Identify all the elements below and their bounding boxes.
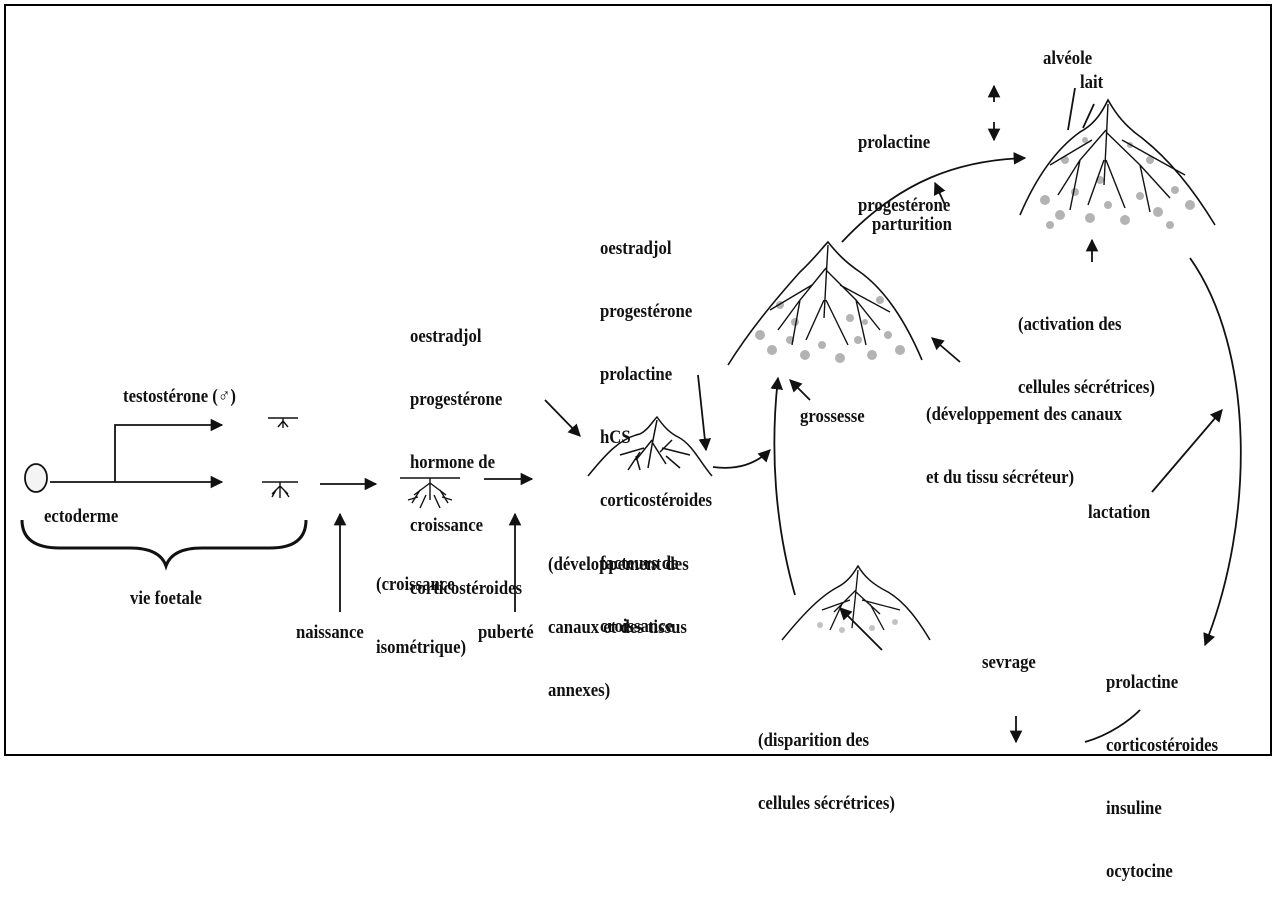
- arrow-hormones-grossesse: [697, 374, 712, 452]
- arrow-testosterone: [114, 418, 224, 482]
- label-parturition: parturition: [872, 214, 952, 235]
- mammary-development-diagram: [20, 84, 1242, 744]
- label-activation: (activation des cellules sécrétrices): [1018, 314, 1155, 398]
- arrow-dev-secreteur: [931, 337, 961, 363]
- figure-border: [4, 4, 1272, 756]
- label-disparition: (disparition des cellules sécrétrices): [758, 730, 895, 814]
- arc-pregnancy-to-lactation: [841, 152, 1027, 243]
- arrow-grossesse: [789, 379, 811, 401]
- label-sevrage: sevrage: [982, 652, 1036, 673]
- arrow-hormones-puberte: [544, 399, 581, 437]
- label-prolactine-progesterone: prolactine progestérone: [858, 132, 951, 216]
- label-testosterone: testostérone (♂): [123, 386, 236, 407]
- label-dev-canaux-secreteur: (développement des canaux et du tissu sé…: [926, 404, 1123, 488]
- label-hormones-grossesse: oestradjol progestérone prolactine hCS c…: [600, 238, 713, 637]
- gland-involution: [781, 564, 931, 641]
- label-hormones-puberte: oestradjol progestérone hormone de crois…: [410, 326, 523, 599]
- arrow-parturition: [933, 181, 946, 206]
- gland-lactation: [1019, 98, 1216, 229]
- arrow-disparition: [839, 607, 883, 651]
- arc-disparition-to-pregnancy: [770, 376, 796, 596]
- label-alveole: alvéole: [1043, 48, 1093, 69]
- label-grossesse: grossesse: [800, 406, 865, 427]
- label-croissance-isometrique: (croissance isométrique): [376, 574, 467, 658]
- bud-male: [268, 417, 298, 428]
- label-lait: lait: [1080, 72, 1104, 93]
- gland-adult: [587, 415, 713, 477]
- arrow-adult-to-pregnancy: [712, 449, 771, 469]
- arc-lactation-down: [1189, 257, 1242, 647]
- label-ectoderme: ectoderme: [44, 506, 119, 527]
- label-vie-foetale: vie foetale: [130, 588, 202, 609]
- bud-prepubertal: [400, 477, 460, 509]
- label-puberte: puberté: [478, 622, 534, 643]
- label-dev-canaux-annexes: (développement des canaux et des tissus …: [548, 554, 689, 701]
- pointer-lait: [1082, 103, 1095, 129]
- ectoderm-cell: [24, 463, 48, 493]
- label-hormones-lactation: prolactine corticostéroides insuline ocy…: [1106, 672, 1219, 882]
- arc-lactation-bottom: [1084, 709, 1141, 743]
- arrow-lactation: [1151, 409, 1223, 493]
- label-naissance: naissance: [296, 622, 364, 643]
- gland-pregnancy: [727, 240, 923, 366]
- bud-female: [262, 481, 298, 498]
- brace-vie-foetale: [20, 519, 308, 571]
- label-lactation: lactation: [1088, 502, 1151, 523]
- pointer-alveole: [1067, 87, 1076, 131]
